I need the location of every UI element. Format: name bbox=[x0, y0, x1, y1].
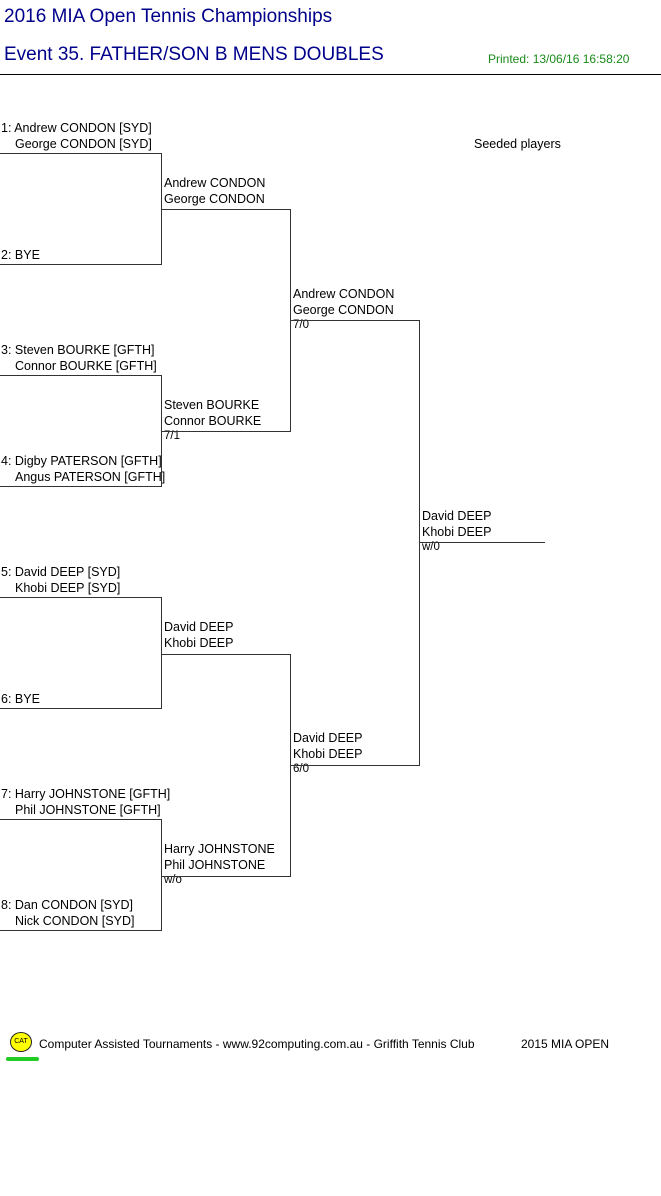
r2-entry-3-line1: David DEEP bbox=[164, 620, 234, 634]
r2-entry-2-line2: Connor BOURKE bbox=[164, 414, 262, 428]
r1-entry-2-line1: 2: BYE bbox=[1, 248, 40, 262]
r1-entry-7-line1: 7: Harry JOHNSTONE [GFTH] bbox=[1, 787, 171, 801]
r2-entry-3-line2: Khobi DEEP bbox=[164, 636, 234, 650]
r1-entry-1-line2: George CONDON [SYD] bbox=[15, 137, 152, 151]
r3-connector bbox=[419, 320, 420, 766]
r1-line-1 bbox=[0, 153, 161, 154]
r1-entry-6-line1: 6: BYE bbox=[1, 692, 40, 706]
r2-entry-2-line1: Steven BOURKE bbox=[164, 398, 260, 412]
r2-line-2 bbox=[161, 431, 290, 432]
r1-entry-8-line2: Nick CONDON [SYD] bbox=[15, 914, 135, 928]
final-line bbox=[419, 542, 545, 543]
r3-line-1 bbox=[290, 320, 419, 321]
r3-entry-2-line2: Khobi DEEP bbox=[293, 747, 363, 761]
r1-entry-4-line2: Angus PATERSON [GFTH] bbox=[15, 470, 166, 484]
r2-entry-4-line2: Phil JOHNSTONE bbox=[164, 858, 266, 872]
r1-connector-3 bbox=[161, 597, 162, 709]
r2-entry-1-line1: Andrew CONDON bbox=[164, 176, 266, 190]
event-title: Event 35. FATHER/SON B MENS DOUBLES bbox=[4, 44, 384, 65]
logo-underline bbox=[6, 1057, 39, 1061]
tournament-title: 2016 MIA Open Tennis Championships bbox=[4, 6, 333, 27]
r3-entry-1-line2: George CONDON bbox=[293, 303, 394, 317]
r2-entry-4-line1: Harry JOHNSTONE bbox=[164, 842, 275, 856]
r3-line-2 bbox=[290, 765, 419, 766]
r1-entry-3-line2: Connor BOURKE [GFTH] bbox=[15, 359, 157, 373]
r1-line-2 bbox=[0, 264, 161, 265]
footer-right-text: 2015 MIA OPEN bbox=[521, 1037, 610, 1051]
r1-line-5 bbox=[0, 597, 161, 598]
r1-line-8 bbox=[0, 930, 161, 931]
footer-text: Computer Assisted Tournaments - www.92co… bbox=[39, 1037, 475, 1051]
header-divider bbox=[0, 74, 661, 75]
r3-entry-2-line1: David DEEP bbox=[293, 731, 363, 745]
r1-entry-5-line1: 5: David DEEP [SYD] bbox=[1, 565, 121, 579]
r2-entry-4-score: w/o bbox=[164, 874, 182, 886]
r2-line-4 bbox=[161, 876, 290, 877]
cat-logo-icon: CAT bbox=[10, 1032, 32, 1052]
r2-line-3 bbox=[161, 654, 290, 655]
final-line2: Khobi DEEP bbox=[422, 525, 492, 539]
r1-entry-7-line2: Phil JOHNSTONE [GFTH] bbox=[15, 803, 161, 817]
r2-line-1 bbox=[161, 209, 290, 210]
r1-line-6 bbox=[0, 708, 161, 709]
r1-entry-4-line1: 4: Digby PATERSON [GFTH] bbox=[1, 454, 162, 468]
r1-line-4 bbox=[0, 486, 161, 487]
r1-line-7 bbox=[0, 819, 161, 820]
printed-timestamp: Printed: 13/06/16 16:58:20 bbox=[488, 52, 630, 66]
seeded-players-label: Seeded players bbox=[474, 137, 561, 151]
final-score: w/0 bbox=[422, 541, 440, 553]
r3-entry-1-line1: Andrew CONDON bbox=[293, 287, 395, 301]
r1-entry-5-line2: Khobi DEEP [SYD] bbox=[15, 581, 121, 595]
r3-entry-2-score: 6/0 bbox=[293, 763, 309, 775]
r1-line-3 bbox=[0, 375, 161, 376]
r2-entry-2-score: 7/1 bbox=[164, 430, 180, 442]
final-line1: David DEEP bbox=[422, 509, 492, 523]
r2-entry-1-line2: George CONDON bbox=[164, 192, 265, 206]
r3-entry-1-score: 7/0 bbox=[293, 319, 309, 331]
r1-entry-8-line1: 8: Dan CONDON [SYD] bbox=[1, 898, 133, 912]
r1-entry-1-line1: 1: Andrew CONDON [SYD] bbox=[1, 121, 152, 135]
r1-entry-3-line1: 3: Steven BOURKE [GFTH] bbox=[1, 343, 155, 357]
r1-connector-4 bbox=[161, 819, 162, 931]
